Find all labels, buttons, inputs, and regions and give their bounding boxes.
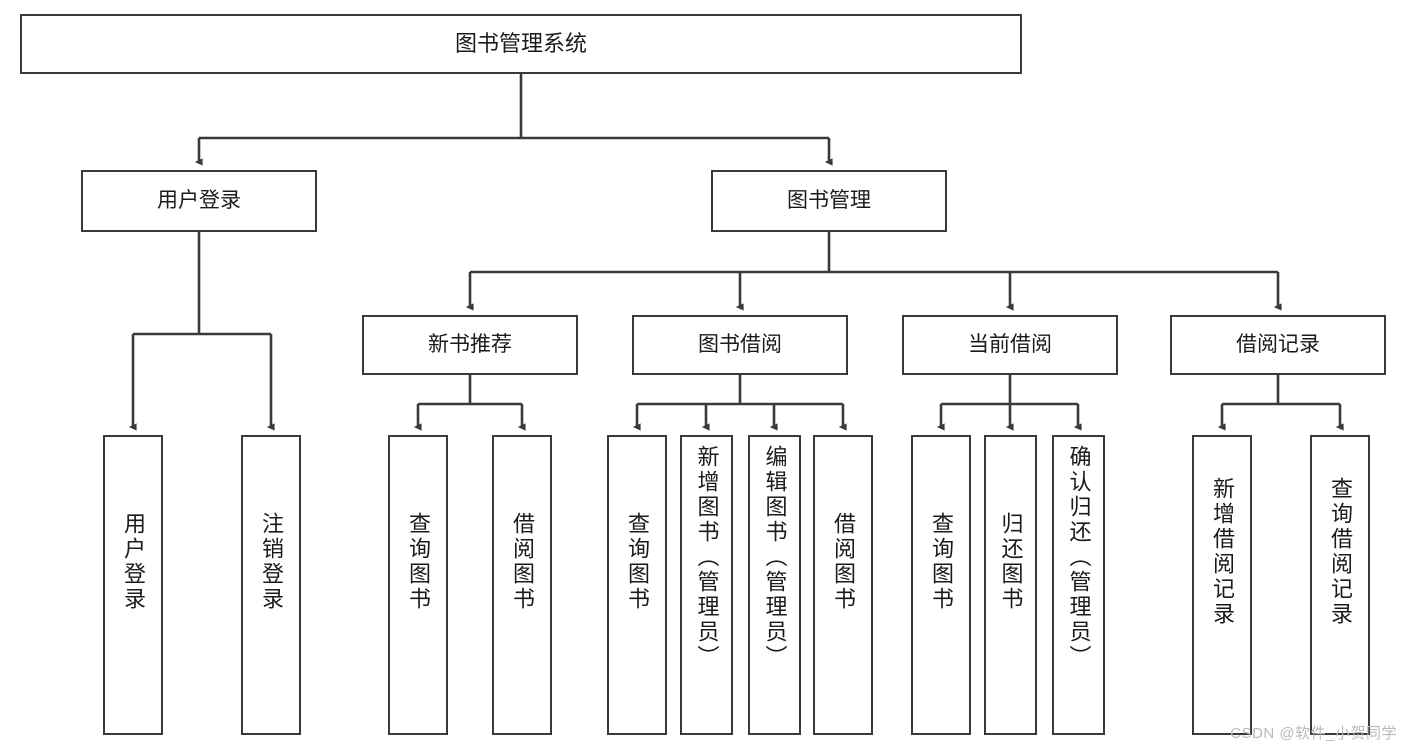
- node-label: 用户登录: [121, 512, 146, 612]
- leaf-logout[interactable]: 注销登录: [241, 435, 301, 735]
- node-label: 确认归还（管理员）: [1066, 445, 1092, 670]
- node-borrow-records[interactable]: 借阅记录: [1170, 315, 1386, 375]
- node-book-management[interactable]: 图书管理: [711, 170, 947, 232]
- watermark-text: CSDN @软件_小贺同学: [1230, 725, 1397, 742]
- leaf-user-login[interactable]: 用户登录: [103, 435, 163, 735]
- node-label: 查询图书: [929, 512, 954, 612]
- leaf-query-book-borrowing[interactable]: 查询图书: [607, 435, 667, 735]
- leaf-confirm-return-admin[interactable]: 确认归还（管理员）: [1052, 435, 1105, 735]
- node-label: 图书借阅: [698, 332, 782, 356]
- leaf-borrow-book-borrowing[interactable]: 借阅图书: [813, 435, 873, 735]
- node-label: 查询图书: [625, 512, 650, 612]
- node-label: 新增借阅记录: [1210, 477, 1235, 627]
- node-label: 用户登录: [157, 188, 241, 212]
- node-book-borrowing[interactable]: 图书借阅: [632, 315, 848, 375]
- node-label: 查询借阅记录: [1328, 477, 1353, 627]
- node-label: 借阅图书: [831, 512, 856, 612]
- node-label: 借阅记录: [1236, 332, 1320, 356]
- node-label: 注销登录: [259, 512, 284, 612]
- leaf-add-book-admin[interactable]: 新增图书（管理员）: [680, 435, 733, 735]
- leaf-return-book[interactable]: 归还图书: [984, 435, 1037, 735]
- node-label: 新书推荐: [428, 332, 512, 356]
- leaf-add-borrow-record[interactable]: 新增借阅记录: [1192, 435, 1252, 735]
- node-new-book-recommendation[interactable]: 新书推荐: [362, 315, 578, 375]
- node-label: 编辑图书（管理员）: [762, 445, 788, 670]
- node-root-book-management-system[interactable]: 图书管理系统: [20, 14, 1022, 74]
- node-label: 新增图书（管理员）: [694, 445, 720, 670]
- node-user-login[interactable]: 用户登录: [81, 170, 317, 232]
- node-label: 图书管理: [787, 188, 871, 212]
- leaf-edit-book-admin[interactable]: 编辑图书（管理员）: [748, 435, 801, 735]
- leaf-query-borrow-record[interactable]: 查询借阅记录: [1310, 435, 1370, 735]
- leaf-borrow-book-recommendation[interactable]: 借阅图书: [492, 435, 552, 735]
- node-current-borrowing[interactable]: 当前借阅: [902, 315, 1118, 375]
- node-label: 借阅图书: [510, 512, 535, 612]
- leaf-query-book-current[interactable]: 查询图书: [911, 435, 971, 735]
- node-label: 归还图书: [998, 512, 1024, 612]
- node-label: 图书管理系统: [454, 31, 587, 57]
- node-label: 当前借阅: [968, 332, 1052, 356]
- leaf-query-book-recommendation[interactable]: 查询图书: [388, 435, 448, 735]
- node-label: 查询图书: [406, 512, 431, 612]
